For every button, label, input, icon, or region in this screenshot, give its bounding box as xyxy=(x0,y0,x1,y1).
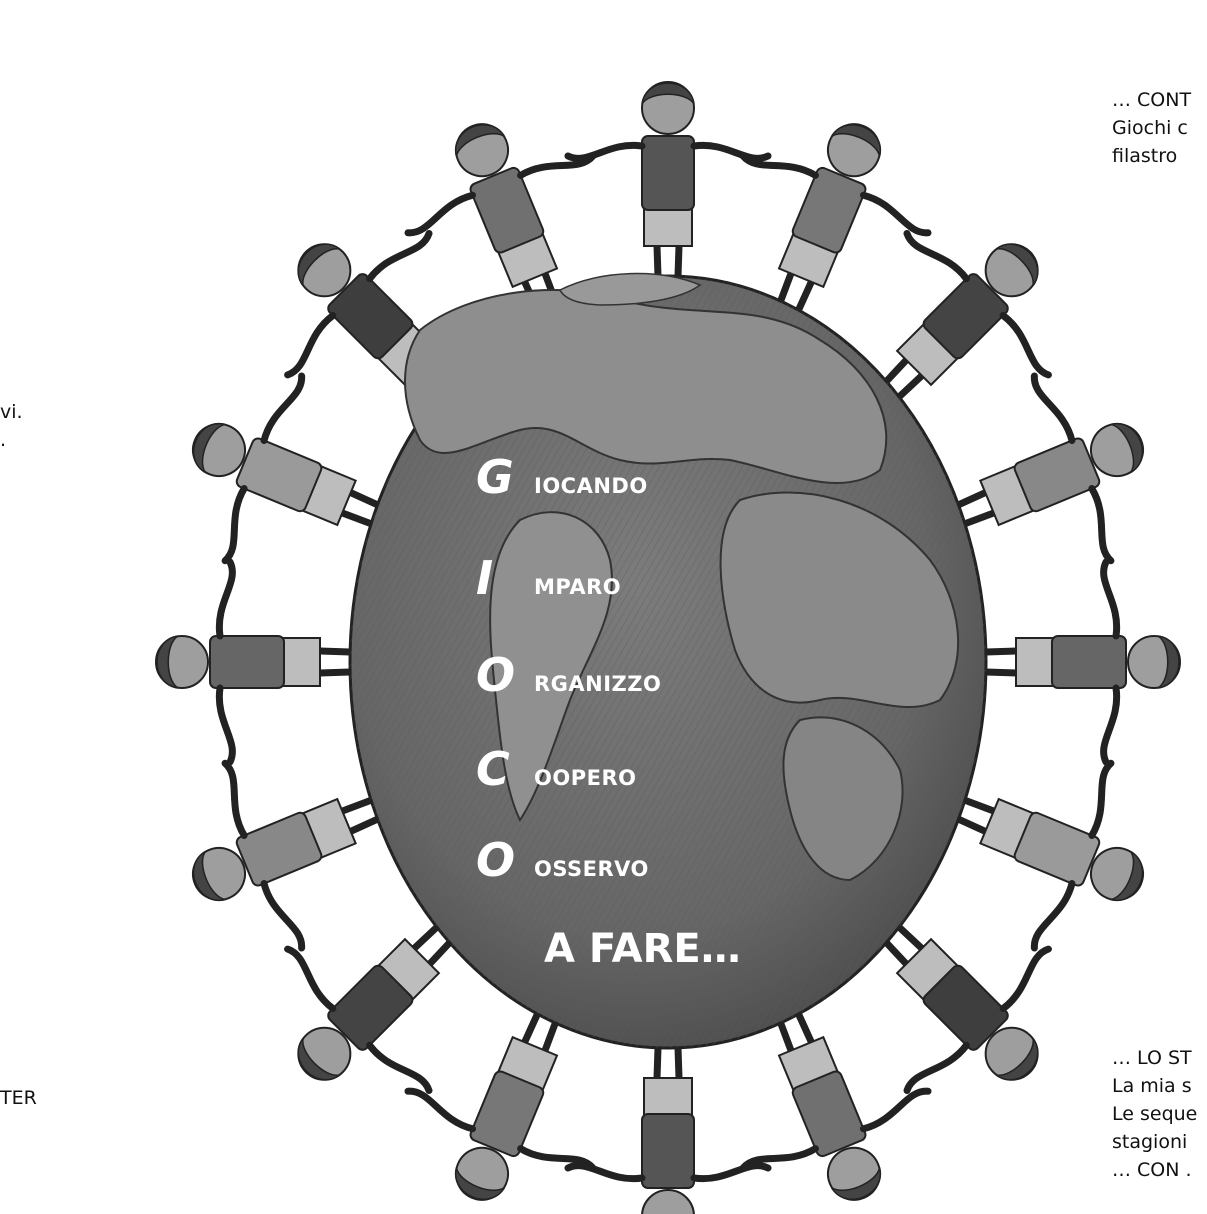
acrostic-row-coopero: C OOPERO xyxy=(476,742,636,796)
text-line: stagioni xyxy=(1112,1131,1188,1153)
acrostic-initial: O xyxy=(476,833,516,887)
acrostic-word: OOPERO xyxy=(534,766,637,790)
acrostic-initial: O xyxy=(476,648,516,702)
child-figure xyxy=(191,372,382,565)
acrostic-row-organizzo: O RGANIZZO xyxy=(476,648,661,702)
acrostic-row-imparo: I MPARO xyxy=(476,551,621,605)
continent-east xyxy=(719,491,960,709)
child-figure xyxy=(564,1044,772,1214)
child-figure xyxy=(954,372,1145,565)
child-figure xyxy=(882,229,1052,400)
text-line: … CONT xyxy=(1112,89,1192,111)
child-figure xyxy=(954,759,1145,952)
text-line: Le seque xyxy=(1112,1103,1198,1125)
text-line: . xyxy=(0,429,7,451)
continent-arctic xyxy=(558,272,702,306)
bottom-right-text: … LO ST La mia s Le seque stagioni … CON… xyxy=(1112,1044,1197,1184)
continent-south xyxy=(782,716,904,882)
bottom-left-text: TER xyxy=(0,1084,37,1112)
acrostic-initial: G xyxy=(476,450,514,504)
continent-americas xyxy=(489,511,613,822)
child-figure xyxy=(739,123,932,313)
child-figure xyxy=(982,558,1181,766)
acrostic-word: RGANIZZO xyxy=(534,672,662,696)
continent-north xyxy=(404,289,888,484)
text-line: vi. xyxy=(0,401,23,423)
acrostic-row-osservo: O OSSERVO xyxy=(476,833,649,887)
acrostic-initial: I xyxy=(476,551,494,605)
text-line: TER xyxy=(0,1087,37,1109)
acrostic-word: MPARO xyxy=(534,575,622,599)
acrostic-closing: A FARE… xyxy=(544,926,741,972)
top-right-text: … CONT Giochi c filastro xyxy=(1112,86,1191,170)
text-line: … LO ST xyxy=(1112,1047,1192,1069)
child-figure xyxy=(191,759,382,952)
child-figure xyxy=(404,1011,597,1201)
acrostic-initial: C xyxy=(476,742,510,796)
text-line: La mia s xyxy=(1112,1075,1192,1097)
child-figure xyxy=(739,1011,932,1201)
child-figure xyxy=(564,81,772,280)
text-line: Giochi c xyxy=(1112,117,1188,139)
acrostic-word: OSSERVO xyxy=(534,857,649,881)
acrostic-word: IOCANDO xyxy=(534,474,648,498)
child-figure xyxy=(155,558,354,766)
child-figure xyxy=(284,924,454,1095)
children-ring xyxy=(155,81,1181,1214)
acrostic-row-giocando: G IOCANDO xyxy=(476,450,648,504)
text-line: filastro xyxy=(1112,145,1178,167)
globe xyxy=(348,272,988,1050)
left-text: vi. . xyxy=(0,398,23,454)
child-figure xyxy=(882,924,1052,1095)
text-line: … CON . xyxy=(1112,1159,1192,1181)
